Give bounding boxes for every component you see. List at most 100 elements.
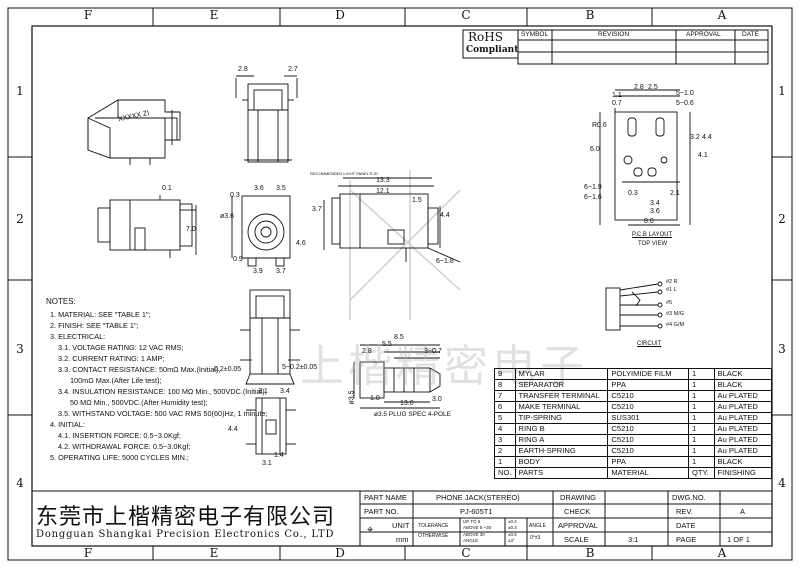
projection-symbol-icon: ⌖	[367, 524, 374, 536]
dim-label: 13.0	[400, 400, 414, 407]
bom-no: 2	[494, 445, 516, 457]
bom-part: TIP-SPRING	[514, 412, 609, 424]
dim-label: 1.5	[412, 197, 422, 204]
dim-label: 1.4	[274, 452, 284, 459]
dim-label: 3~0.7	[424, 348, 442, 355]
notes-title: NOTES:	[46, 297, 76, 306]
bom-finish: BLACK	[713, 379, 773, 391]
note-line: 5. OPERATING LIFE: 5000 CYCLES MIN.;	[50, 453, 189, 462]
dim-label: 3.5	[276, 185, 286, 192]
bom-no: 3	[494, 434, 516, 446]
bom-no: 5	[494, 412, 516, 424]
dim-label: 3.4	[280, 388, 290, 395]
tol-value: ±0.5	[508, 532, 517, 537]
company-name-en: Dongguan Shangkai Precision Electronics …	[36, 529, 335, 540]
part-name-value: PHONE JACK(STEREO)	[436, 493, 520, 502]
dwg-no-label: DWG.NO.	[672, 493, 706, 502]
rohs-compliant: Compliant	[466, 45, 519, 55]
bom-header-no: NO.	[494, 467, 516, 479]
unit-label: UNIT :	[392, 521, 414, 530]
company-name-cn: 东莞市上楷精密电子有限公司	[36, 505, 336, 530]
dim-label: 2.8	[238, 66, 248, 73]
date-label: DATE	[676, 521, 696, 530]
scale-label: SCALE	[564, 535, 589, 544]
bom-header-part: PARTS	[514, 467, 609, 479]
dim-label: 0.3	[230, 192, 240, 199]
page-value: 1 OF 1	[727, 535, 750, 544]
note-line: 3.1. VOLTAGE RATING: 12 VAC RMS;	[58, 343, 184, 352]
note-line: 3.3. CONTACT RESISTANCE: 50mΩ Max.(Initi…	[58, 365, 221, 374]
zone-label-right: 4	[778, 476, 786, 490]
rev-value: A	[740, 507, 746, 516]
pin-label: #5	[666, 300, 673, 306]
bom-material: POLYIMIDE FILM	[607, 368, 689, 380]
dim-label: 5~0.6	[676, 100, 694, 107]
dim-label: 3.0	[432, 396, 442, 403]
zone-label-top: F	[83, 8, 93, 22]
note-line: 3.2. CURRENT RATING: 1 AMP;	[58, 354, 165, 363]
otherwise-label: OTHERWISE	[418, 533, 449, 539]
dim-label: 3.4	[650, 200, 660, 207]
zone-label-bottom: E	[209, 546, 219, 560]
dim-label: 8.5	[394, 334, 404, 341]
bom-material: C5210	[607, 434, 689, 446]
bom-material: C5210	[607, 390, 689, 402]
bom-material: C5210	[607, 401, 689, 413]
dim-label: 0.7	[612, 100, 622, 107]
unit-value: mm	[396, 535, 409, 544]
dim-label: 4.4	[702, 134, 712, 141]
dim-label: 6~1.8	[436, 258, 454, 265]
page-label: PAGE	[676, 535, 697, 544]
zone-label-left: 1	[16, 84, 24, 98]
bom-part: SEPARATOR	[514, 379, 609, 391]
zone-label-top: B	[585, 8, 595, 22]
rev-revision-header: REVISION	[598, 31, 630, 38]
zone-label-left: 2	[16, 212, 24, 226]
bom-finish: Au PLATED	[713, 401, 773, 413]
dim-label: 3.1	[262, 460, 272, 467]
bom-header-finish: FINISHING	[713, 467, 773, 479]
dim-label: 3.2	[690, 134, 700, 141]
zone-label-top: A	[717, 8, 727, 22]
bom-part: BODY	[514, 456, 609, 468]
bom-qty: 1	[687, 445, 715, 457]
bom-part: EARTH-SPRING	[514, 445, 609, 457]
bom-material: SUS301	[607, 412, 689, 424]
dim-label: 3.7	[312, 206, 322, 213]
dim-label: 12.1	[376, 188, 390, 195]
dim-label: 4.4	[228, 426, 238, 433]
tol-range: UP TO 5	[463, 519, 481, 524]
pin-label: #3 M/G	[666, 311, 685, 317]
bom-finish: BLACK	[713, 456, 773, 468]
dim-label: 13.3	[376, 177, 390, 184]
dim-label: 2.1	[670, 190, 680, 197]
dim-label: 8.0	[644, 218, 654, 225]
dim-label: 2.8	[634, 84, 644, 91]
zone-label-right: 1	[778, 84, 786, 98]
check-label: CHECK	[564, 507, 591, 516]
dim-label: 4.4	[440, 212, 450, 219]
rev-approval-header: APPROVAL	[686, 31, 721, 38]
note-line: 4.1. INSERTION FORCE: 0.5~3.0Kgf;	[58, 431, 181, 440]
bom-header-material: MATERIAL	[607, 467, 689, 479]
rev-date-header: DATE	[742, 31, 759, 38]
bom-material: C5210	[607, 423, 689, 435]
dim-label: 1.1	[612, 92, 622, 99]
bom-no: 8	[494, 379, 516, 391]
dim-label: 1.0	[370, 395, 380, 402]
dim-label: 3.1	[258, 388, 268, 395]
dim-label: 6~1.6	[584, 194, 602, 201]
dim-label: 3.6	[254, 185, 264, 192]
dim-label: 0.2±0.05	[214, 366, 242, 373]
bom-finish: Au PLATED	[713, 434, 773, 446]
dim-label: 0.1	[162, 185, 172, 192]
bom-qty: 1	[687, 390, 715, 402]
bom-qty: 1	[687, 423, 715, 435]
dim-label: 4.6	[296, 240, 306, 247]
